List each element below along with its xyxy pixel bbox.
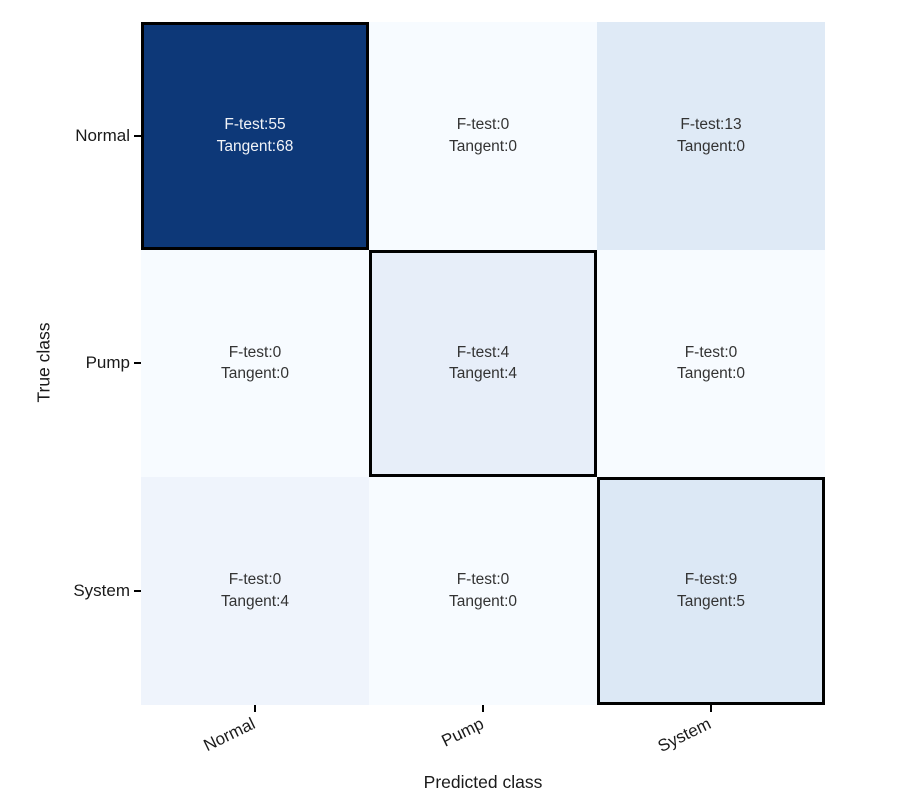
cell-tangent-value: Tangent:5 [676, 593, 746, 611]
cell-ftest-value: F-test:0 [456, 571, 510, 589]
matrix-cell-normal-pump: F-test:0 Tangent:0 [369, 22, 597, 250]
cell-ftest-value: F-test:0 [456, 116, 510, 134]
matrix-cell-system-pump: F-test:0 Tangent:0 [369, 477, 597, 705]
cell-tangent-value: Tangent:0 [676, 137, 746, 155]
x-axis-title: Predicted class [423, 772, 543, 792]
y-tick-label-pump: Pump [85, 353, 130, 372]
y-axis-title: True class [33, 322, 54, 403]
matrix-cell-system-system: F-test:9 Tangent:5 [597, 477, 825, 705]
cell-ftest-value: F-test:55 [224, 116, 286, 134]
cell-tangent-value: Tangent:0 [676, 365, 746, 383]
cell-ftest-value: F-test:9 [684, 571, 738, 589]
matrix-cell-normal-system: F-test:13 Tangent:0 [597, 22, 825, 250]
x-tick-system [710, 705, 712, 712]
cell-tangent-value: Tangent:4 [220, 593, 290, 611]
x-tick-label-normal: Normal [200, 714, 259, 756]
cell-ftest-value: F-test:0 [228, 343, 282, 361]
y-tick-pump [134, 362, 141, 364]
matrix-cell-pump-system: F-test:0 Tangent:0 [597, 249, 825, 478]
cell-tangent-value: Tangent:68 [216, 137, 294, 155]
matrix-cell-normal-normal: F-test:55 Tangent:68 [141, 22, 369, 250]
x-tick-normal [254, 705, 256, 712]
heatmap-plot-area: F-test:55 Tangent:68 F-test:0 Tangent:0 … [141, 22, 825, 705]
cell-tangent-value: Tangent:4 [448, 365, 518, 383]
y-tick-system [134, 590, 141, 592]
matrix-cell-system-normal: F-test:0 Tangent:4 [141, 477, 369, 705]
matrix-cell-pump-pump: F-test:4 Tangent:4 [369, 249, 597, 478]
y-tick-normal [134, 135, 141, 137]
cell-ftest-value: F-test:0 [684, 343, 738, 361]
cell-ftest-value: F-test:13 [680, 116, 742, 134]
cell-tangent-value: Tangent:0 [448, 593, 518, 611]
y-tick-label-normal: Normal [75, 126, 130, 145]
y-tick-label-system: System [73, 581, 130, 600]
x-tick-pump [482, 705, 484, 712]
matrix-cell-pump-normal: F-test:0 Tangent:0 [141, 249, 369, 478]
x-tick-label-pump: Pump [438, 714, 487, 751]
cell-tangent-value: Tangent:0 [220, 365, 290, 383]
x-tick-label-system: System [655, 714, 715, 756]
cell-tangent-value: Tangent:0 [448, 137, 518, 155]
cell-ftest-value: F-test:4 [456, 343, 510, 361]
cell-ftest-value: F-test:0 [228, 571, 282, 589]
